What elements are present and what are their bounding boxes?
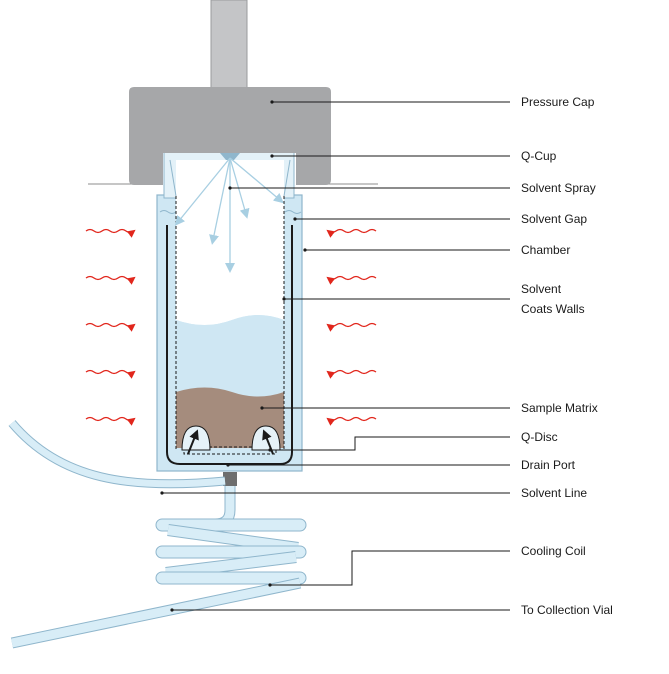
q-cup-liquid	[176, 315, 284, 392]
q-cup-top-left	[169, 159, 177, 197]
label-solvent-coats-walls-line1: Solvent	[521, 282, 562, 296]
pressure-cap	[129, 87, 331, 185]
cooling-coil	[155, 518, 307, 585]
label-drain-port: Drain Port	[521, 458, 576, 472]
label-cooling-coil: Cooling Coil	[521, 544, 586, 558]
gap-solvent-surface-left	[159, 210, 177, 214]
solvent-line-tube-fill	[9, 420, 226, 488]
flow-arrow-right	[262, 429, 274, 455]
drain-port-connector	[223, 472, 237, 486]
gap-solvent-surface-right	[284, 210, 302, 214]
leader-lines	[162, 101, 510, 611]
solvent-spray-lines	[174, 157, 284, 273]
drain-tube-fill	[214, 486, 235, 529]
outlet-tube-fill	[11, 578, 301, 648]
label-q-disc: Q-Disc	[521, 430, 558, 444]
flow-arrow-left	[187, 429, 199, 455]
label-pressure-cap: Pressure Cap	[521, 95, 595, 109]
label-sample-matrix: Sample Matrix	[521, 401, 598, 415]
label-solvent-coats-walls-line2: Coats Walls	[521, 302, 585, 316]
solvent-flow-path	[166, 225, 293, 465]
spray-nozzle	[220, 153, 240, 160]
label-chamber: Chamber	[521, 243, 570, 257]
label-to-collection-vial: To Collection Vial	[521, 603, 613, 617]
heat-arrows-right	[326, 228, 377, 426]
cap-stem	[210, 0, 248, 89]
label-solvent-gap: Solvent Gap	[521, 212, 587, 226]
label-q-cup: Q-Cup	[521, 149, 557, 163]
heat-arrows-left	[85, 228, 136, 426]
label-solvent-spray: Solvent Spray	[521, 181, 596, 195]
leader-dots	[160, 100, 307, 612]
q-cup-top-right	[283, 159, 291, 197]
label-solvent-line: Solvent Line	[521, 486, 587, 500]
